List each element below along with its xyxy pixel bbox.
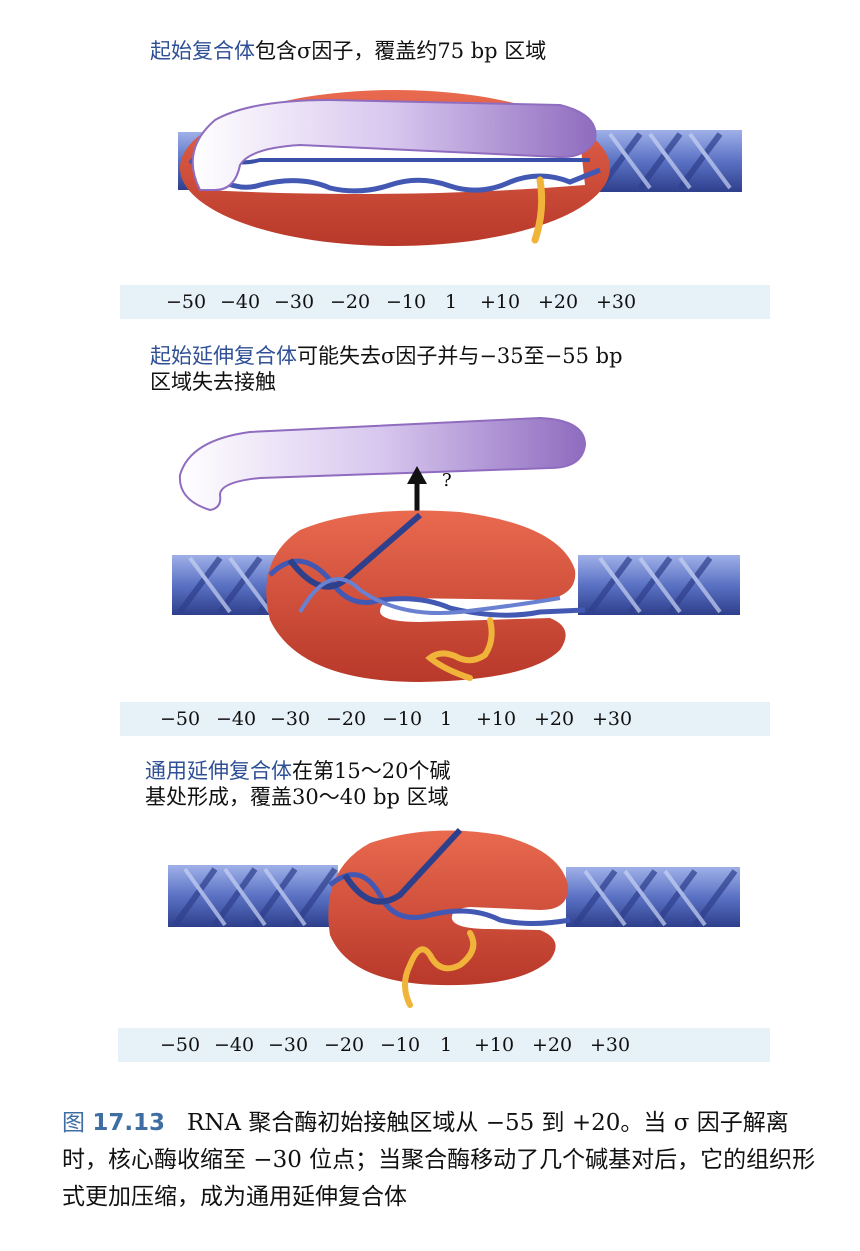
rna-polymerase xyxy=(266,510,576,682)
ruler-tick: −20 xyxy=(324,1034,365,1056)
ruler-tick: −40 xyxy=(216,708,257,730)
figure-label: 图 xyxy=(62,1110,85,1136)
panel1-caption: 起始复合体包含σ因子，覆盖约75 bp 区域 xyxy=(150,38,546,64)
ruler-tick: −10 xyxy=(380,1034,421,1056)
ruler-tick: −20 xyxy=(326,708,367,730)
dna-strand xyxy=(328,872,571,926)
rna-transcript xyxy=(402,930,477,1008)
initiation-complex-diagram xyxy=(178,90,742,246)
position-ruler: −50 −40 −30 −20 −10 1 +10 +20 +30 xyxy=(120,285,770,319)
dissociation-arrow-head xyxy=(407,466,427,484)
ruler-tick: +30 xyxy=(596,291,637,313)
rna-transcript xyxy=(425,617,495,681)
panel2-caption-line2: 区域失去接触 xyxy=(150,370,276,394)
panel1-caption-highlight: 起始复合体 xyxy=(150,39,255,63)
position-ruler: −50 −40 −30 −20 −10 1 +10 +20 +30 xyxy=(118,1028,770,1062)
ruler-tick: +10 xyxy=(480,291,521,313)
panel3-caption: 通用延伸复合体在第15～20个碱 基处形成，覆盖30～40 bp 区域 xyxy=(145,758,450,810)
ruler-tick: −10 xyxy=(386,291,427,313)
sigma-factor xyxy=(191,98,597,191)
ruler-tick: −40 xyxy=(220,291,261,313)
ruler-tick: −30 xyxy=(270,708,311,730)
ruler-tick: +10 xyxy=(474,1034,515,1056)
ruler-tick: −30 xyxy=(268,1034,309,1056)
panel1-caption-rest: 包含σ因子，覆盖约75 bp 区域 xyxy=(255,39,547,63)
ruler-tick: +20 xyxy=(534,708,575,730)
ruler-tick: +20 xyxy=(532,1034,573,1056)
question-mark: ? xyxy=(442,470,452,491)
panel2-caption: 起始延伸复合体可能失去σ因子并与−35至−55 bp 区域失去接触 xyxy=(150,343,623,395)
dna-strand xyxy=(342,827,463,905)
dna-strand xyxy=(268,558,586,618)
panel2-caption-rest: 可能失去σ因子并与−35至−55 bp xyxy=(297,344,623,368)
ruler-tick: +30 xyxy=(592,708,633,730)
ruler-tick: −50 xyxy=(160,708,201,730)
ruler-tick: −30 xyxy=(274,291,315,313)
ruler-tick: −50 xyxy=(166,291,207,313)
ruler-tick: −20 xyxy=(330,291,371,313)
ruler-tick: +30 xyxy=(590,1034,631,1056)
dna-strand xyxy=(188,158,601,194)
figure-caption: 图 17.13 RNA 聚合酶初始接触区域从 −55 到 +20。当 σ 因子解… xyxy=(62,1105,832,1216)
figure-caption-text: RNA 聚合酶初始接触区域从 −55 到 +20。当 σ 因子解离时，核心酶收缩… xyxy=(62,1110,816,1210)
dna-strand xyxy=(298,577,561,616)
figure-number: 17.13 xyxy=(92,1110,166,1136)
panel3-caption-line2: 基处形成，覆盖30～40 bp 区域 xyxy=(145,785,449,809)
panel3-caption-highlight: 通用延伸复合体 xyxy=(145,759,292,783)
rna-transcript xyxy=(531,176,546,244)
ruler-tick: 1 xyxy=(440,708,453,730)
ruler-tick: −40 xyxy=(214,1034,255,1056)
early-elongation-complex-diagram: ? xyxy=(172,416,740,682)
ruler-tick: 1 xyxy=(445,291,458,313)
elongation-complex-diagram xyxy=(168,827,740,1008)
ruler-tick: +20 xyxy=(538,291,579,313)
sigma-factor xyxy=(178,416,587,512)
panel2-caption-highlight: 起始延伸复合体 xyxy=(150,344,297,368)
ruler-tick: −10 xyxy=(382,708,423,730)
position-ruler: −50 −40 −30 −20 −10 1 +10 +20 +30 xyxy=(120,702,770,736)
ruler-tick: −50 xyxy=(160,1034,201,1056)
ruler-tick: 1 xyxy=(440,1034,453,1056)
ruler-tick: +10 xyxy=(476,708,517,730)
panel3-caption-rest: 在第15～20个碱 xyxy=(292,759,451,783)
rna-polymerase xyxy=(328,830,569,986)
